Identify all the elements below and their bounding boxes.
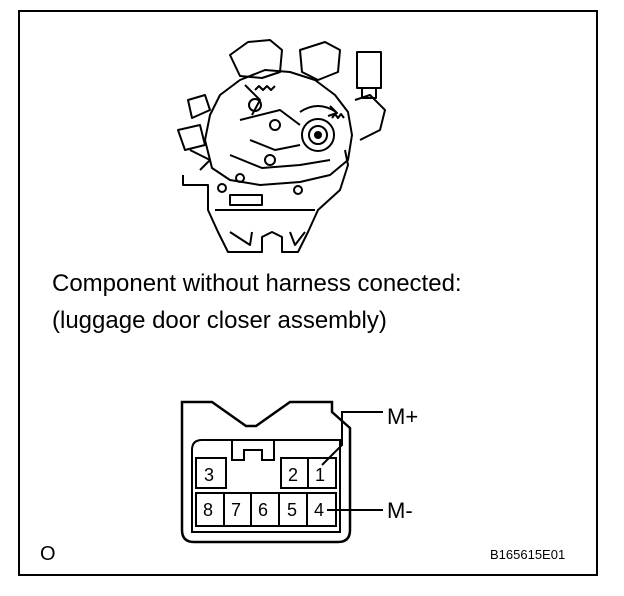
pin-4: 4 — [314, 500, 324, 520]
pin-1: 1 — [315, 465, 325, 485]
label-m-plus: M+ — [387, 404, 419, 429]
pin-8: 8 — [203, 500, 213, 520]
leader-m-plus — [321, 411, 383, 466]
figure-code: B165615E01 — [490, 547, 566, 562]
pin-2: 2 — [288, 465, 298, 485]
connector-face — [180, 400, 352, 544]
pin-6: 6 — [258, 500, 268, 520]
leader-lines — [321, 411, 383, 511]
caption-line-2: (luggage door closer assembly) — [52, 307, 387, 334]
pin-5: 5 — [287, 500, 297, 520]
corner-mark: O — [40, 543, 56, 565]
pin-numbers: 3 2 1 8 7 6 5 4 — [203, 465, 325, 520]
label-m-minus: M- — [387, 498, 413, 523]
pin-3: 3 — [204, 465, 214, 485]
diagram-frame — [18, 10, 598, 576]
caption-line-1: Component without harness conected: — [52, 270, 462, 297]
door-closer-illustration — [177, 39, 386, 253]
pin-7: 7 — [231, 500, 241, 520]
